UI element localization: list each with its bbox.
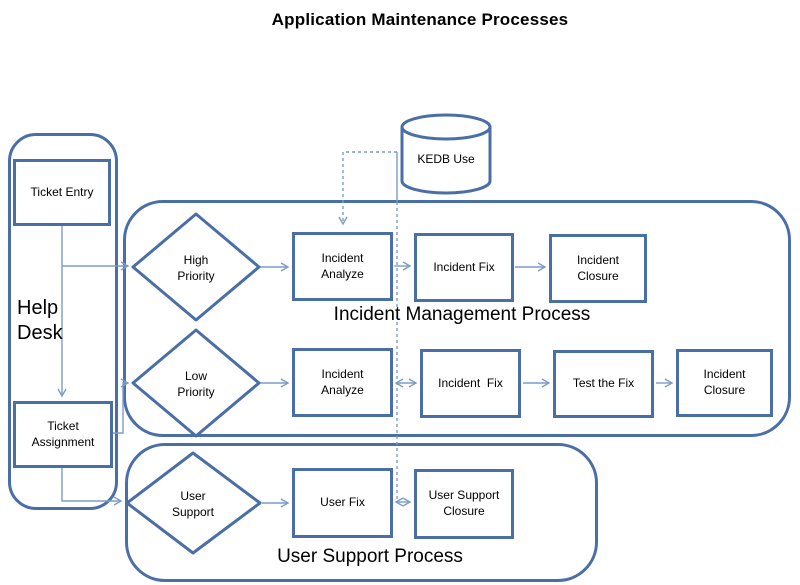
- help-desk-label: Help Desk: [17, 297, 63, 344]
- incident-management-container: [123, 200, 791, 437]
- user-support-closure-label: User Support Closure: [428, 488, 503, 518]
- kedb-label: KEDB Use: [417, 152, 475, 166]
- r1-incident-closure-label: Incident Closure: [576, 252, 623, 283]
- r2-test-the-fix-box: Test the Fix: [553, 350, 654, 418]
- user-support-closure-box: User Support Closure: [414, 469, 514, 539]
- r1-incident-fix-box: Incident Fix: [414, 233, 514, 302]
- user-support-label: User Support Process: [277, 546, 463, 567]
- r2-incident-fix-box: Incident Fix: [420, 349, 521, 418]
- r2-incident-closure-label: Incident Closure: [703, 367, 749, 397]
- help-desk-container: [8, 133, 118, 510]
- diagram-title: Application Maintenance Processes: [271, 10, 569, 29]
- ticket-assignment-label: Ticket Assignment: [31, 418, 95, 449]
- r2-incident-closure-box: Incident Closure: [676, 349, 773, 417]
- r2-incident-analyze-label: Incident Analyze: [321, 366, 367, 397]
- high-priority-label: High Priority: [177, 253, 215, 284]
- ticket-entry-box: Ticket Entry: [13, 159, 111, 226]
- r2-incident-fix-label: Incident Fix: [438, 375, 503, 390]
- r2-incident-analyze-box: Incident Analyze: [292, 348, 393, 417]
- r1-incident-analyze-label: Incident Analyze: [321, 250, 367, 281]
- r1-incident-analyze-box: Incident Analyze: [292, 232, 393, 301]
- incident-management-label: Incident Management Process: [333, 304, 591, 325]
- user-fix-box: User Fix: [292, 468, 393, 538]
- ticket-entry-label: Ticket Entry: [30, 184, 94, 199]
- kedb-cylinder-top: [400, 113, 492, 141]
- r1-incident-closure-box: Incident Closure: [549, 234, 647, 303]
- r1-incident-fix-label: Incident Fix: [433, 259, 495, 274]
- low-priority-label: Low Priority: [177, 369, 215, 400]
- user-fix-label: User Fix: [320, 495, 365, 510]
- ticket-assignment-box: Ticket Assignment: [13, 401, 113, 468]
- r2-test-the-fix-label: Test the Fix: [572, 376, 635, 391]
- user-support-diamond-label: User Support: [171, 489, 215, 520]
